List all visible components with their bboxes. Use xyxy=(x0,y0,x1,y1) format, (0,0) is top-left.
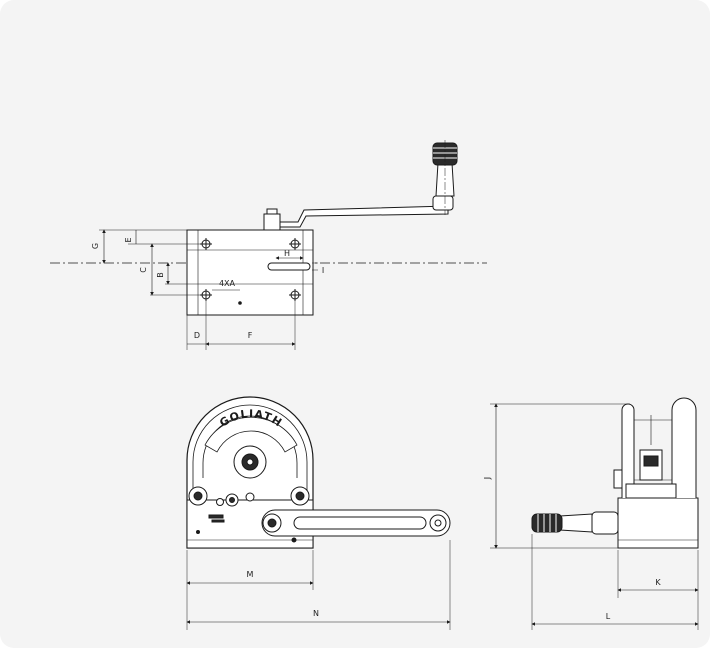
dim-label-l: L xyxy=(606,612,611,621)
dim-label-f: F xyxy=(248,331,253,340)
dim-label-a: 4XA xyxy=(219,279,236,288)
top-view xyxy=(50,140,487,350)
side-view xyxy=(490,397,699,630)
dim-label-h: H xyxy=(284,249,290,258)
dim-label-e: E xyxy=(124,237,133,242)
side-view-labels: J K L xyxy=(483,477,661,621)
top-view-labels: G E C B H I 4XA D F xyxy=(91,237,324,340)
dim-label-m: M xyxy=(247,570,254,579)
dim-label-n: N xyxy=(313,609,319,618)
front-view-labels: M N xyxy=(247,570,319,618)
dim-label-c: C xyxy=(139,267,148,273)
dim-label-b: B xyxy=(156,272,165,278)
dim-label-j: J xyxy=(483,477,492,480)
dim-label-k: K xyxy=(655,578,661,587)
goliath-logo: GOLIATH xyxy=(204,407,298,453)
dim-label-i: I xyxy=(322,266,324,275)
side-handle-grip xyxy=(531,513,563,533)
dim-label-d: D xyxy=(194,331,200,340)
dim-label-g: G xyxy=(91,243,100,249)
